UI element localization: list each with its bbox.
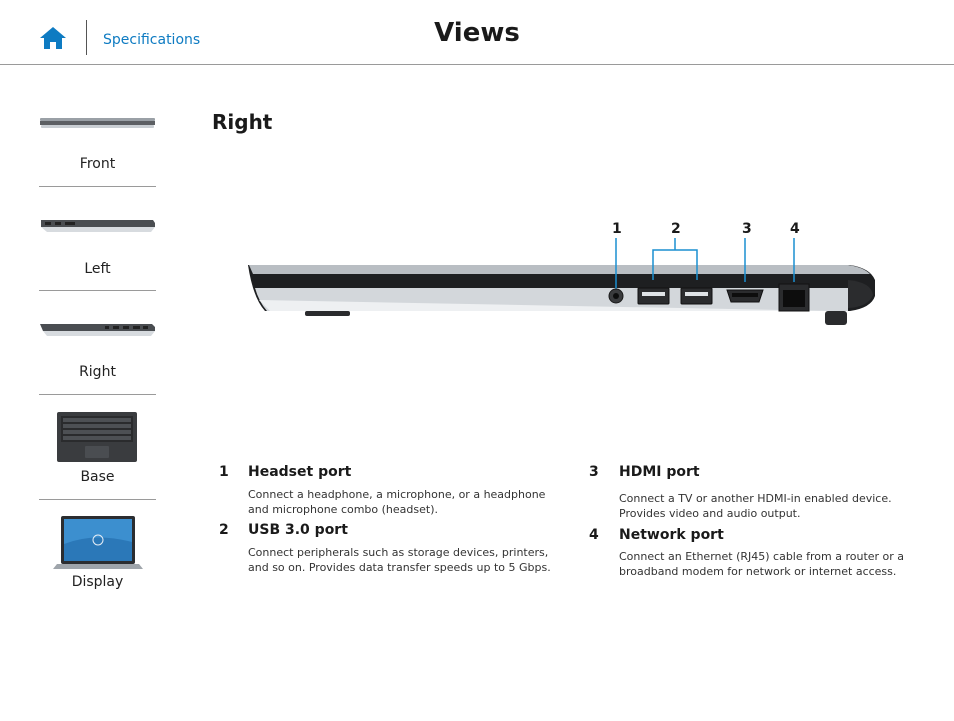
sidebar-item-left[interactable]: Left (39, 187, 156, 291)
specifications-link[interactable]: Specifications (103, 32, 201, 48)
callout-number: 1 (612, 221, 622, 237)
callout-number: 3 (742, 221, 752, 237)
sidebar-item-label: Display (71, 574, 124, 590)
left-view-thumbnail (41, 220, 155, 232)
sidebar-item-display[interactable]: Display (39, 500, 156, 595)
laptop-right-view-illustration (248, 238, 875, 325)
sidebar-item-front[interactable]: Front (39, 82, 156, 187)
page-title: Views (434, 18, 520, 48)
sidebar-divider (39, 394, 156, 395)
feature-title: HDMI port (619, 464, 700, 480)
header-divider (86, 20, 87, 55)
sidebar-item-base[interactable]: Base (39, 395, 156, 500)
sidebar-item-label: Right (79, 364, 116, 380)
front-view-thumbnail (40, 118, 155, 128)
sidebar-item-right[interactable]: Right (39, 291, 156, 395)
base-view-thumbnail (57, 412, 137, 462)
feature-title: Network port (619, 527, 724, 543)
section-title: Right (212, 110, 273, 134)
feature-number: 4 (589, 527, 599, 543)
feature-number: 3 (589, 464, 599, 480)
feature-number: 1 (219, 464, 229, 480)
feature-number: 2 (219, 522, 229, 538)
sidebar-divider (39, 499, 156, 500)
sidebar-divider (39, 290, 156, 291)
sidebar-item-label: Left (84, 261, 111, 277)
sidebar-item-label: Base (80, 469, 115, 485)
sidebar-divider (39, 186, 156, 187)
display-view-thumbnail (53, 516, 143, 569)
feature-description: Connect an Ethernet (RJ45) cable from a … (619, 550, 905, 578)
callout-number: 4 (790, 221, 800, 237)
feature-description: Connect a TV or another HDMI-in enabled … (619, 492, 892, 520)
feature-title: Headset port (248, 464, 352, 480)
sidebar-item-label: Front (79, 156, 116, 172)
feature-title: USB 3.0 port (248, 522, 348, 538)
right-view-thumbnail (40, 324, 155, 336)
feature-description: Connect peripherals such as storage devi… (248, 546, 551, 574)
home-icon[interactable] (38, 25, 68, 51)
feature-description: Connect a headphone, a microphone, or a … (248, 488, 546, 516)
header-bar: Specifications Views (0, 0, 954, 65)
callout-number: 2 (671, 221, 681, 237)
